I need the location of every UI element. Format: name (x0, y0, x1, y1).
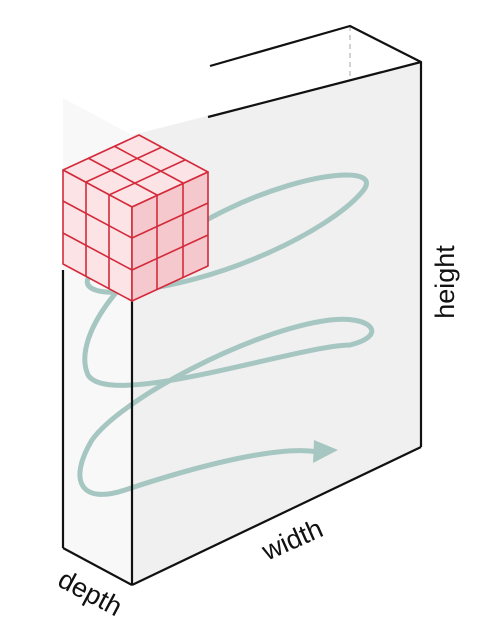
top-edges (207, 24, 423, 119)
kernel-grid (62, 145, 209, 289)
bottom-front-edge (131, 446, 422, 586)
bottom-left-edge (62, 547, 133, 586)
kernel-cube (62, 134, 209, 302)
scan-path (77, 172, 375, 497)
front-face (132, 62, 421, 585)
scan-path-arrowhead (313, 440, 338, 463)
height-label: height (430, 245, 460, 319)
volume-outline (61, 24, 423, 586)
